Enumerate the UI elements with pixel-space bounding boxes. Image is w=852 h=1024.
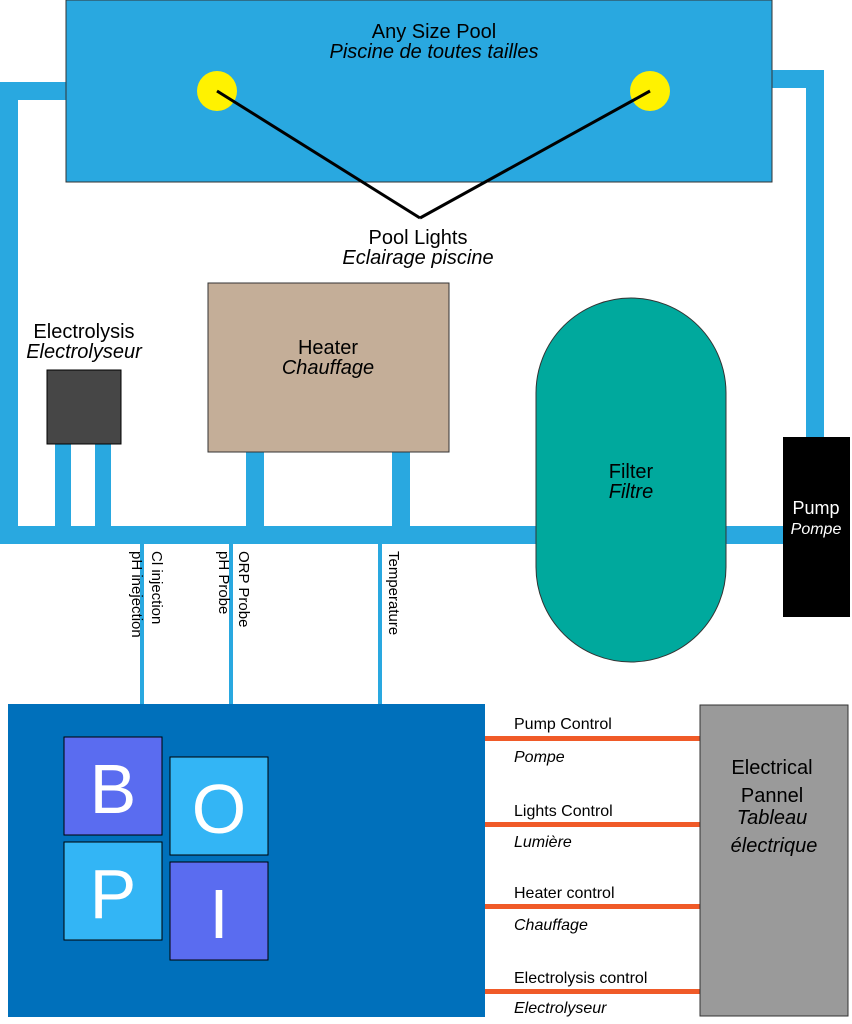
heater <box>207 282 450 453</box>
electrolysis-unit <box>46 369 122 445</box>
lights-control-label: Lights Control <box>514 803 613 820</box>
pipe-network <box>0 70 824 544</box>
logo-letter-i: I <box>209 875 228 953</box>
pool-lights-title: Pool Lights <box>369 227 468 249</box>
bottom-pipe <box>0 526 540 544</box>
lights-control-sub: Lumière <box>514 834 572 851</box>
pool-lights-subtitle: Eclairage piscine <box>342 247 493 269</box>
cl-injection-label: Cl injection <box>148 551 165 624</box>
sensor-line-orp <box>229 544 233 706</box>
pump-control-label: Pump Control <box>514 716 612 733</box>
sensor-line-temperature <box>378 544 382 706</box>
electrical-panel <box>699 704 849 1017</box>
filter <box>535 297 727 663</box>
sensor-line-cl <box>140 544 144 706</box>
logo-letter-o: O <box>192 770 246 848</box>
ph-injection-label: pH inejection <box>128 551 145 638</box>
orp-probe-label: ORP Probe <box>235 551 252 627</box>
pump <box>783 437 850 617</box>
filter-title: Filter <box>609 461 654 483</box>
electrolysis-pipe-left <box>55 444 71 528</box>
pump-title: Pump <box>792 498 839 518</box>
panel-line-2: Pannel <box>741 785 803 807</box>
panel-line-3: Tableau <box>737 807 807 829</box>
heater-control-wire <box>485 904 700 909</box>
electrolysis-pipe-right <box>95 444 111 528</box>
pump-control-sub: Pompe <box>514 749 565 766</box>
logo-tile-o <box>169 756 269 856</box>
sensor-lines <box>140 544 382 706</box>
temperature-label: Temperature <box>385 551 402 635</box>
pump-control-wire <box>485 736 700 741</box>
panel-line-4: électrique <box>731 835 818 857</box>
electrolysis-title: Electrolysis <box>33 321 134 343</box>
right-pipe <box>806 70 824 438</box>
pool-title: Any Size Pool <box>372 21 497 43</box>
logo-tile-p <box>63 841 163 941</box>
electrolysis-control-sub: Electrolyseur <box>514 1000 607 1017</box>
filter-subtitle: Filtre <box>609 481 653 503</box>
lights-control-wire <box>485 822 700 827</box>
left-pipe <box>0 82 18 544</box>
light-callout-left <box>216 89 421 220</box>
heater-control-label: Heater control <box>514 885 615 902</box>
electrolysis-control-label: Electrolysis control <box>514 970 647 987</box>
left-top-pipe <box>0 82 70 100</box>
electrolysis-control-wire <box>485 989 700 994</box>
ph-probe-label: pH Probe <box>215 551 232 614</box>
heater-title: Heater <box>298 337 358 359</box>
heater-control-sub: Chauffage <box>514 917 588 934</box>
logo-letter-p: P <box>90 855 137 933</box>
electrolysis-subtitle: Electrolyseur <box>26 341 143 363</box>
panel-line-1: Electrical <box>731 757 812 779</box>
pool-subtitle: Piscine de toutes tailles <box>329 41 538 63</box>
heater-pipe-right <box>392 452 410 528</box>
logo-tile-b <box>63 736 163 836</box>
heater-subtitle: Chauffage <box>282 357 374 379</box>
controller-logo: B O P I <box>63 736 269 961</box>
pump-subtitle: Pompe <box>791 521 842 538</box>
light-callout-right <box>419 89 651 220</box>
control-wires <box>485 736 700 994</box>
heater-pipe-left <box>246 452 264 528</box>
logo-letter-b: B <box>90 750 137 828</box>
logo-tile-i <box>169 861 269 961</box>
filter-pump-pipe <box>725 526 785 544</box>
